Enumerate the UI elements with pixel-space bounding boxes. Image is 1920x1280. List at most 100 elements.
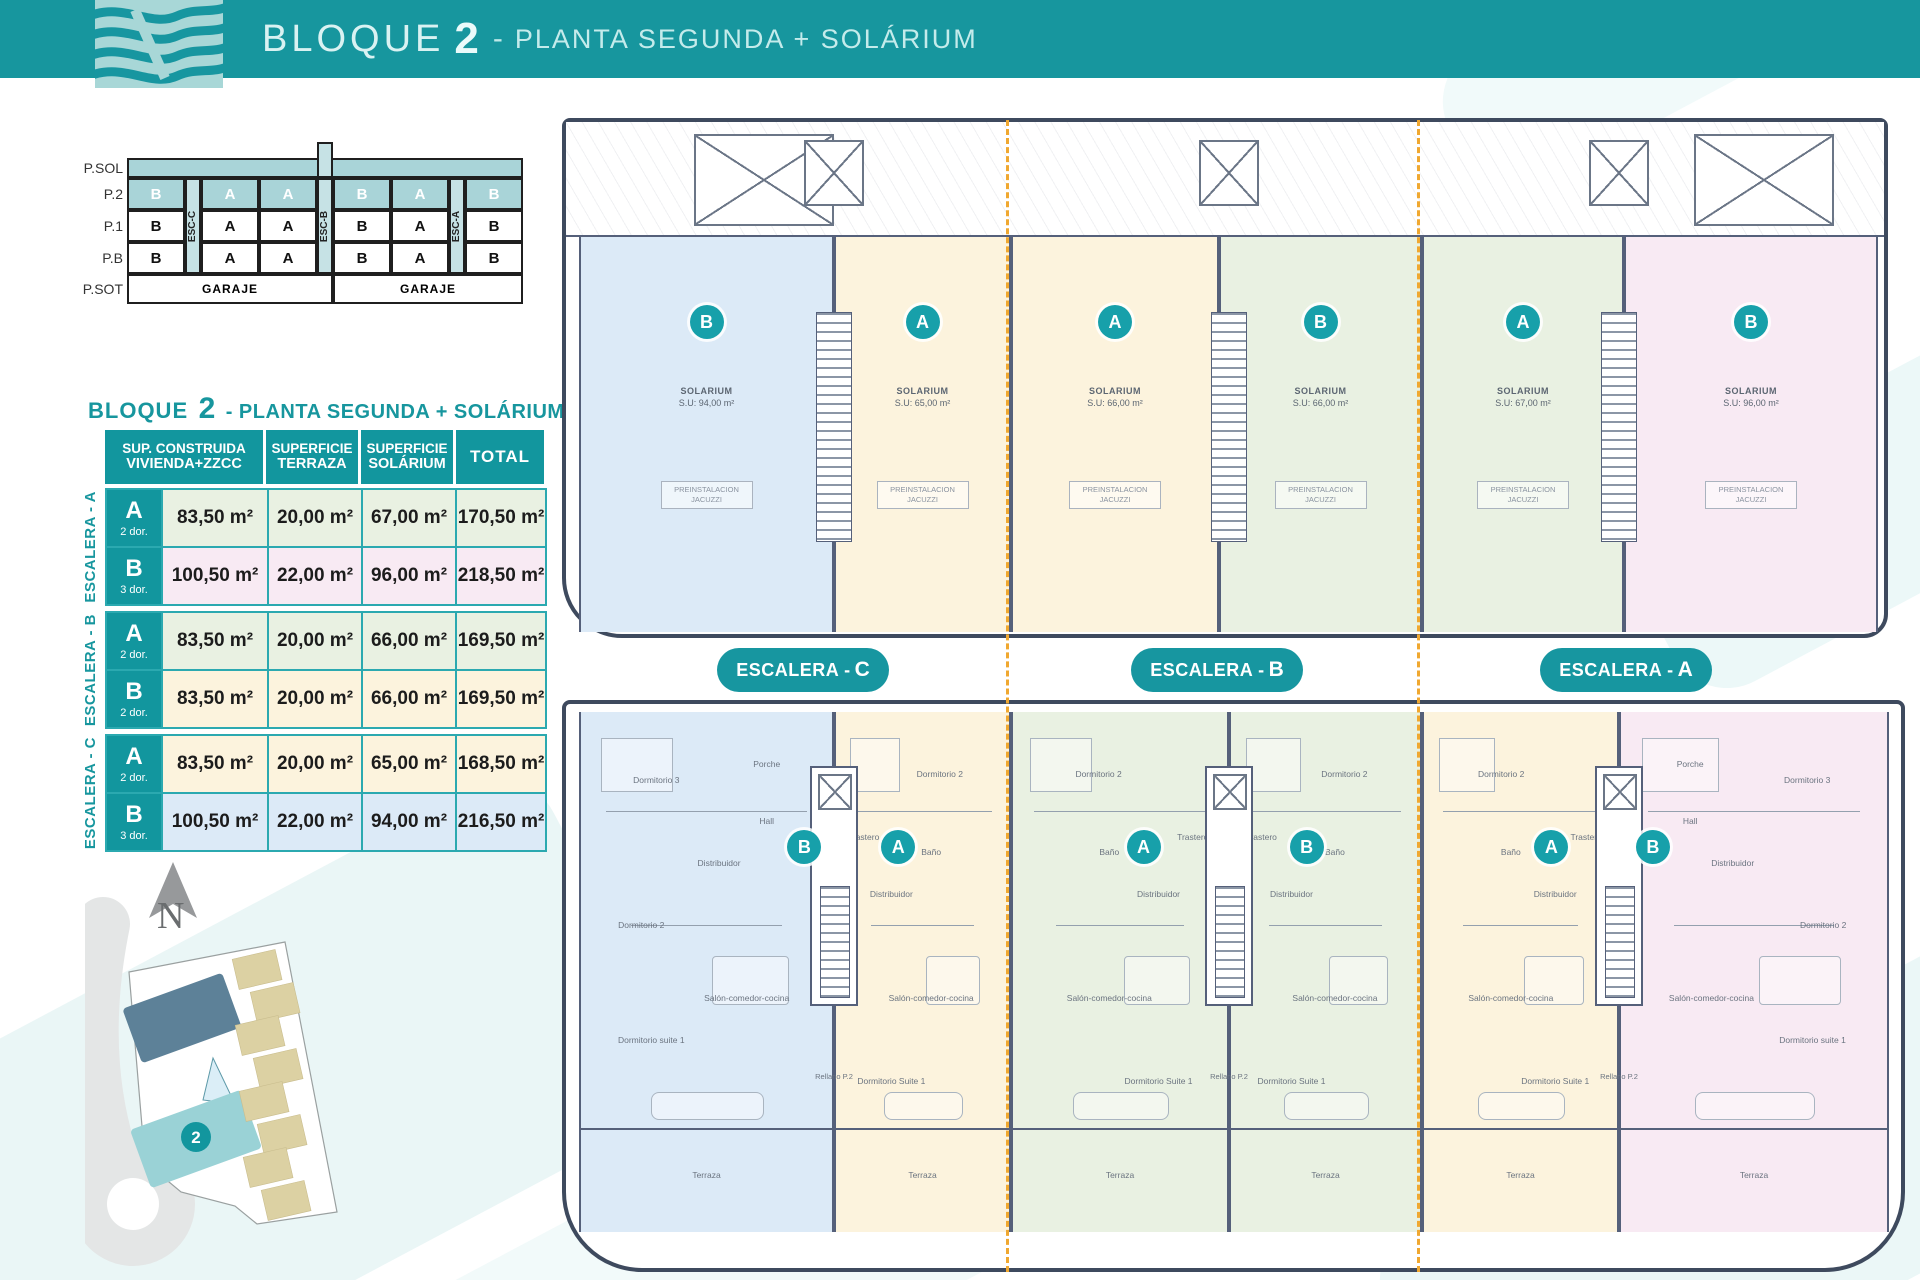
elevator-icon	[1589, 140, 1649, 206]
escalera-b-pill: ESCALERA - B	[1131, 648, 1303, 692]
jacuzzi-label: PREINSTALACION JACUZZI	[1069, 481, 1161, 509]
site-map: 2 N	[64, 862, 405, 1280]
title-number: 2	[454, 14, 479, 63]
terraza-wall-line	[581, 1128, 832, 1130]
unit-letter-circle: A	[1506, 305, 1540, 340]
table-title-bloque: BLOQUE	[88, 398, 189, 423]
garage-cell: GARAJE	[127, 274, 333, 304]
escalera-c-pill: ESCALERA - C	[717, 648, 889, 692]
stairs-icon	[1215, 886, 1245, 998]
garage-cell: GARAJE	[333, 274, 523, 304]
jacuzzi-label: PREINSTALACION JACUZZI	[1274, 481, 1367, 509]
dashed-divider	[1417, 120, 1420, 1272]
table-furniture	[925, 956, 980, 1006]
unit-letter-circle: A	[1126, 830, 1161, 865]
unit-letter-circle: B	[689, 305, 724, 340]
solarium-area: S.U: 94,00 m²	[678, 397, 735, 408]
unit-badge-dorms: 3 dor.	[120, 829, 148, 842]
pill-prefix: ESCALERA -	[736, 659, 851, 680]
townhouse-blocks	[231, 949, 312, 1221]
construida-value-cell: 83,50 m²	[163, 736, 267, 792]
bed-furniture	[1246, 738, 1302, 792]
table-furniture	[711, 956, 789, 1006]
solarium-name: SOLARIUM	[680, 385, 733, 396]
stair-core	[810, 766, 858, 1006]
unit-cell-pb: B	[333, 242, 391, 274]
elevator-icon	[1199, 140, 1259, 206]
room-label: Dormitorio 2	[1800, 920, 1847, 931]
floor-label: P.SOL	[83, 160, 123, 176]
interior-wall-line	[870, 925, 975, 927]
unit-letter-circle: A	[881, 830, 916, 865]
floor-label: P.2	[103, 186, 123, 202]
header-line: TERRAZA	[277, 456, 347, 473]
stairs-icon	[1601, 312, 1637, 542]
room-label: Salón-comedor-cocina	[1668, 993, 1754, 1003]
unit-letter-circle: B	[1303, 305, 1338, 340]
unit-cell-pb: A	[201, 242, 259, 274]
total-value-cell: 170,50 m²	[457, 490, 545, 546]
pill-letter: A	[1677, 658, 1693, 681]
terraza-value-cell: 22,00 m²	[269, 794, 361, 850]
pill-letter: C	[854, 658, 870, 681]
esc-shaft: ESC-A	[449, 178, 465, 274]
solarium-value-cell: 94,00 m²	[363, 794, 455, 850]
room-label: Dormitorio Suite 1	[1257, 1076, 1326, 1087]
floor-label: P.B	[102, 250, 123, 266]
unit-badge-dorms: 2 dor.	[120, 648, 148, 661]
room-label: Trastero	[1177, 831, 1209, 842]
table-furniture	[1329, 956, 1388, 1006]
unit-badge-letter: A	[125, 496, 143, 524]
room-label: Distribuidor	[1533, 889, 1577, 899]
solarium-area: S.U: 66,00 m²	[1087, 397, 1143, 408]
room-label: Baño	[921, 847, 942, 858]
room-label: Dormitorio 2	[1321, 769, 1368, 780]
unit-cell-p2: A	[259, 178, 317, 210]
solarium-name: SOLARIUM	[1725, 385, 1777, 396]
terraza-value-cell: 20,00 m²	[269, 490, 361, 546]
areas-table-header: SUP. CONSTRUIDA VIVIENDA+ZZCC SUPERFICIE…	[105, 430, 547, 484]
unit-cell-pb: A	[259, 242, 317, 274]
total-value-cell: 216,50 m²	[457, 794, 545, 850]
room-label: Dormitorio 2	[1075, 769, 1122, 780]
room-label: Porche	[1676, 759, 1704, 769]
header-line: SUP. CONSTRUIDA	[122, 440, 246, 456]
room-label: Terraza	[692, 1169, 721, 1180]
header-line: SUPERFICIE	[271, 440, 353, 456]
title-separator: -	[492, 22, 503, 55]
room-label: Salón-comedor-cocina	[704, 993, 790, 1003]
solarium-name: SOLARIUM	[896, 385, 949, 396]
total-value-cell: 168,50 m²	[457, 736, 545, 792]
unit-badge-dorms: 2 dor.	[120, 771, 148, 784]
areas-table: SUP. CONSTRUIDA VIVIENDA+ZZCC SUPERFICIE…	[78, 430, 547, 857]
interior-wall-line	[1462, 925, 1579, 927]
header-bar	[0, 0, 1920, 78]
terraza-value-cell: 20,00 m²	[269, 671, 361, 727]
bed-furniture	[849, 738, 901, 792]
unit-badge-letter: B	[125, 554, 143, 582]
interior-wall-line	[853, 810, 992, 812]
header-sup-construida: SUP. CONSTRUIDA VIVIENDA+ZZCC	[105, 430, 263, 484]
pill-prefix: ESCALERA -	[1150, 659, 1265, 680]
solarium-value-cell: 65,00 m²	[363, 736, 455, 792]
room-label: Terraza	[908, 1169, 937, 1180]
unit-cell-p2: A	[201, 178, 259, 210]
room-label: Distribuidor	[1711, 857, 1755, 868]
terraza-wall-line	[1013, 1128, 1227, 1130]
